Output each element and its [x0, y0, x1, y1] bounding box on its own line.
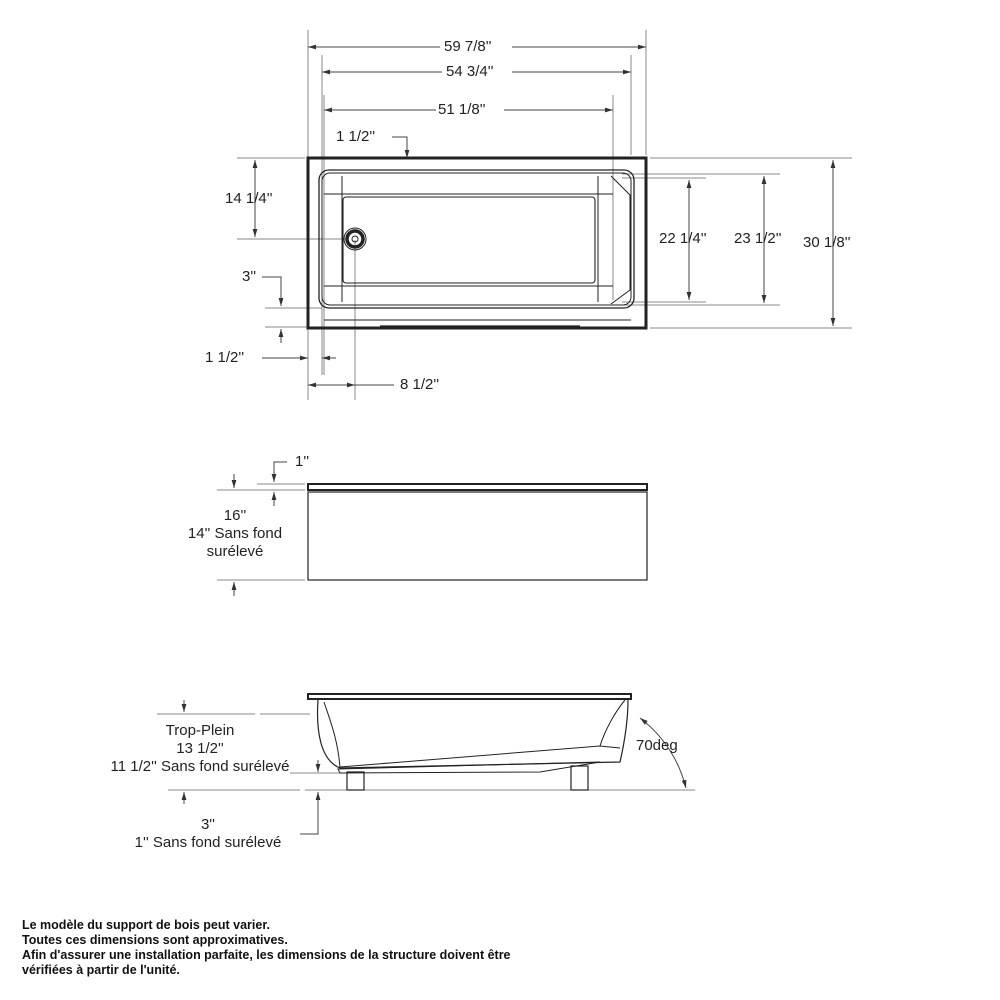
dim-interior-length: 51 1/8'': [438, 101, 486, 118]
dim-rim-width: 23 1/2'': [734, 230, 782, 247]
note-line: Le modèle du support de bois peut varier…: [22, 918, 270, 932]
dim-drain-from-back: 14 1/4'': [225, 190, 273, 207]
dim-side-flange: 1 1/2'': [205, 349, 245, 366]
dim-height-value: 16'': [223, 507, 247, 524]
outer-flange: [306, 156, 648, 330]
front-view: [217, 461, 305, 596]
base-height-alt: 1'' Sans fond surélevé: [134, 834, 282, 851]
tub-top-outline: [306, 156, 648, 330]
dim-overall-length: 59 7/8'': [444, 38, 492, 55]
note-line: vérifiées à partir de l'unité.: [22, 963, 180, 977]
footnotes: Le modèle du support de bois peut varier…: [22, 918, 511, 978]
tub-side-outline: [307, 693, 632, 791]
dim-overall-width: 30 1/8'': [803, 234, 851, 251]
dim-drain-from-side: 8 1/2'': [400, 376, 440, 393]
side-view: [157, 700, 695, 835]
dim-base: 3'' 1'' Sans fond surélevé: [108, 816, 308, 852]
base-height: 3'': [200, 816, 216, 833]
dim-height-alt-1: 14'' Sans fond: [187, 525, 283, 542]
dim-rim-length: 54 3/4'': [446, 63, 494, 80]
dim-top-rim: 1'': [295, 453, 310, 470]
note-line: Toutes ces dimensions sont approximative…: [22, 933, 288, 947]
dim-interior-width: 22 1/4'': [659, 230, 707, 247]
dim-wall-angle: 70deg: [636, 737, 678, 754]
dim-overflow: Trop-Plein 13 1/2'' 11 1/2'' Sans fond s…: [95, 722, 305, 776]
dim-height: 16'' 14'' Sans fond surélevé: [170, 507, 300, 561]
tub-front-outline: [307, 483, 648, 581]
top-view: [237, 30, 852, 400]
dim-height-alt-2: surélevé: [206, 543, 264, 560]
overflow-height: 13 1/2'': [176, 740, 224, 757]
dim-top-flange: 1 1/2'': [336, 128, 376, 145]
dim-front-apron: 3'': [242, 268, 257, 285]
note-line: Afin d'assurer une installation parfaite…: [22, 948, 511, 962]
overflow-height-alt: 11 1/2'' Sans fond surélevé: [110, 758, 290, 775]
overflow-label: Trop-Plein: [165, 722, 235, 739]
